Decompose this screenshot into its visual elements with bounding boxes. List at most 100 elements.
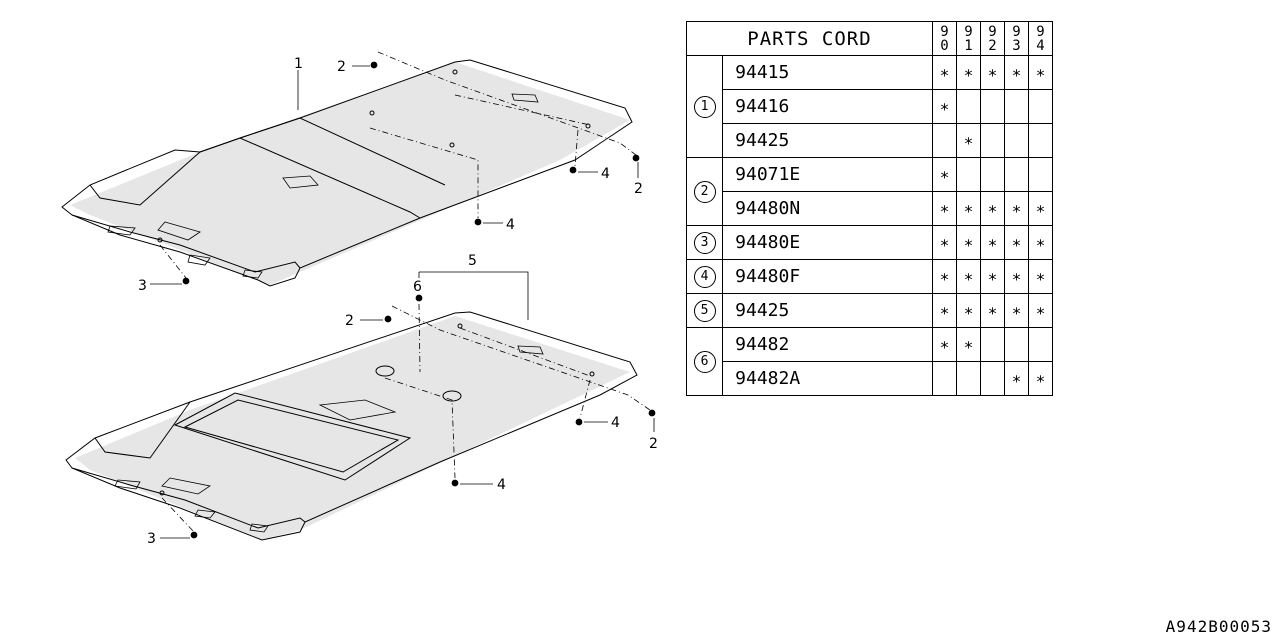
part-number: 94425 (722, 123, 933, 158)
applicability-cell: ∗ (980, 191, 1005, 226)
applicability-cell: ∗ (1028, 259, 1053, 294)
year-digit: 3 (1012, 37, 1021, 54)
label-2: 2 (337, 59, 346, 75)
label-3: 3 (138, 278, 147, 294)
applicability-cell: ∗ (1028, 293, 1053, 328)
applicability-cell (956, 361, 981, 396)
applicability-cell: ∗ (932, 157, 957, 192)
year-digit: 9 (988, 23, 997, 40)
applicability-cell: ∗ (1004, 225, 1029, 260)
applicability-cell: ∗ (932, 293, 957, 328)
applicability-cell: ∗ (932, 327, 957, 362)
label-1: 1 (294, 56, 303, 72)
part-number: 94482 (722, 327, 933, 362)
part-number: 94480N (722, 191, 933, 226)
applicability-cell: ∗ (980, 293, 1005, 328)
part-number: 94415 (722, 55, 933, 90)
applicability-cell (932, 361, 957, 396)
year-digit: 1 (964, 37, 973, 54)
applicability-cell: ∗ (1028, 191, 1053, 226)
ref-number-cell: 3 (685, 225, 724, 260)
year-digit: 9 (940, 23, 949, 40)
applicability-cell (956, 89, 981, 124)
label-3: 3 (147, 531, 156, 547)
ref-number-cell: 6 (685, 327, 724, 396)
applicability-cell: ∗ (932, 89, 957, 124)
year-digit: 9 (964, 23, 973, 40)
applicability-cell: ∗ (956, 225, 981, 260)
applicability-cell: ∗ (956, 191, 981, 226)
part-number: 94425 (722, 293, 933, 328)
part-number: 94071E (722, 157, 933, 192)
applicability-cell: ∗ (956, 259, 981, 294)
drawing-code: A942B00053 (1165, 617, 1272, 636)
applicability-cell (1004, 123, 1029, 158)
year-digit: 0 (940, 37, 949, 54)
applicability-cell: ∗ (1004, 293, 1029, 328)
applicability-cell: ∗ (1004, 361, 1029, 396)
applicability-cell (1028, 123, 1053, 158)
table-row: 94480N∗∗∗∗∗ (687, 191, 1053, 226)
applicability-cell: ∗ (932, 55, 957, 90)
ref-number: 1 (693, 96, 716, 118)
year-digit: 2 (988, 37, 997, 54)
parts-diagram: 1 2 2 3 4 4 (61, 51, 658, 547)
year-digit: 9 (1012, 23, 1021, 40)
applicability-cell (980, 89, 1005, 124)
applicability-cell: ∗ (980, 225, 1005, 260)
part-number: 94482A (722, 361, 933, 396)
applicability-cell: ∗ (956, 123, 981, 158)
applicability-cell (980, 157, 1005, 192)
ref-number-cell: 5 (685, 293, 724, 328)
applicability-cell: ∗ (1004, 259, 1029, 294)
applicability-cell: ∗ (956, 293, 981, 328)
ref-number: 6 (693, 351, 716, 373)
ref-number-cell: 1 (685, 55, 724, 158)
ref-number: 4 (693, 266, 716, 288)
applicability-cell: ∗ (980, 55, 1005, 90)
headliner-bottom: 5 6 2 2 3 4 4 (65, 253, 658, 547)
label-4: 4 (601, 166, 610, 182)
part-number: 94480F (722, 259, 933, 294)
ref-number: 2 (693, 181, 716, 203)
label-2: 2 (345, 313, 354, 329)
applicability-cell: ∗ (932, 225, 957, 260)
applicability-cell: ∗ (956, 327, 981, 362)
label-4: 4 (506, 217, 515, 233)
ref-number: 5 (693, 300, 716, 322)
applicability-cell: ∗ (1028, 225, 1053, 260)
applicability-cell: ∗ (932, 259, 957, 294)
applicability-cell: ∗ (932, 191, 957, 226)
table-row: 94425 ∗ (687, 123, 1053, 158)
applicability-cell: ∗ (980, 259, 1005, 294)
part-number: 94480E (722, 225, 933, 260)
label-2: 2 (649, 436, 658, 452)
applicability-cell (932, 123, 957, 158)
ref-number-cell: 2 (685, 157, 724, 226)
applicability-cell (956, 157, 981, 192)
part-number: 94416 (722, 89, 933, 124)
table-row: 94416∗ (687, 89, 1053, 124)
ref-number: 3 (693, 232, 716, 254)
applicability-cell (980, 123, 1005, 158)
applicability-cell: ∗ (1004, 55, 1029, 90)
applicability-cell: ∗ (956, 55, 981, 90)
year-digit: 9 (1036, 23, 1045, 40)
applicability-cell (980, 361, 1005, 396)
year-digit: 4 (1036, 37, 1045, 54)
applicability-cell (1004, 327, 1029, 362)
applicability-cell: ∗ (1004, 191, 1029, 226)
applicability-cell (1028, 89, 1053, 124)
